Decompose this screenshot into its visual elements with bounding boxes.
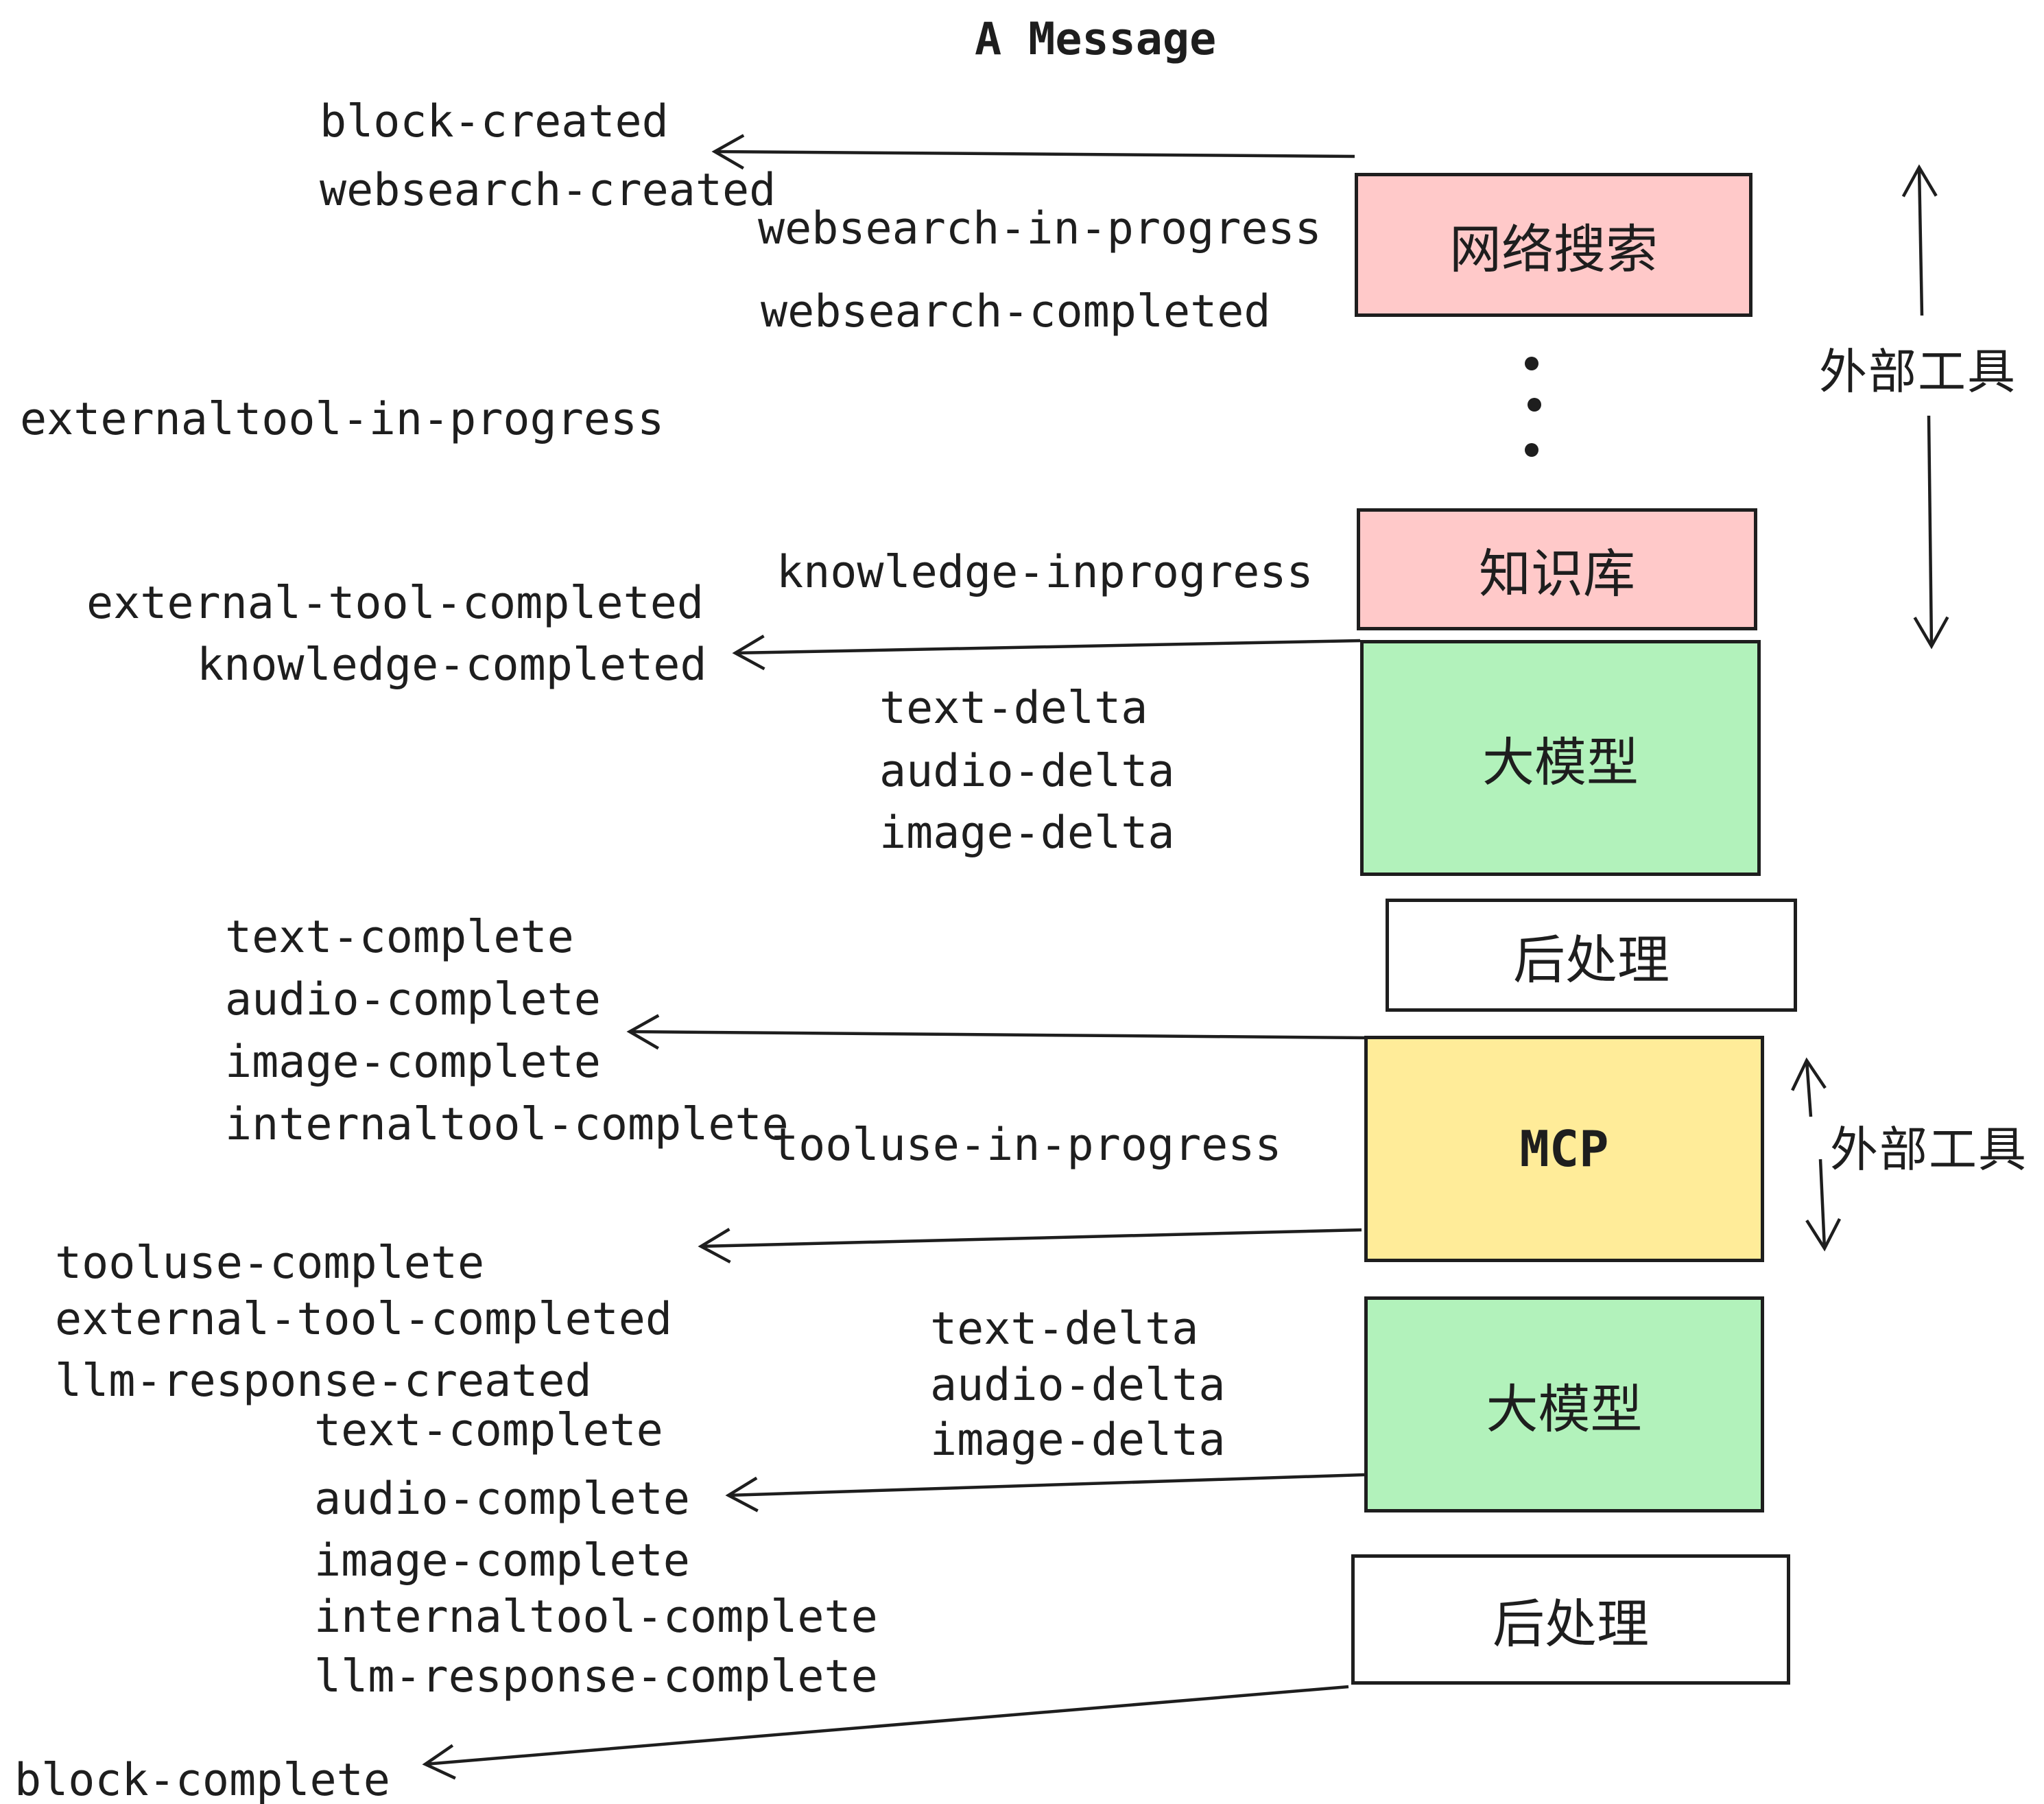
event-external-tool-completed: external-tool-completed bbox=[86, 578, 704, 629]
websearch-box: 网络搜索 bbox=[1355, 173, 1752, 317]
event-text-complete-1: text-complete bbox=[225, 912, 574, 963]
event-tooluse-in-progress: tooluse-in-progress bbox=[772, 1119, 1282, 1171]
external-tools-label-2: 外部工具 bbox=[1830, 1123, 2028, 1176]
event-external-tool-completed-2: external-tool-completed bbox=[55, 1294, 673, 1345]
ellipsis-dots bbox=[1525, 357, 1541, 457]
websearch-box-label: 网络搜索 bbox=[1449, 221, 1658, 279]
event-knowledge-completed: knowledge-completed bbox=[197, 639, 707, 691]
llm-box-2: 大模型 bbox=[1364, 1296, 1764, 1512]
event-image-delta-1: image-delta bbox=[879, 807, 1175, 859]
event-audio-complete-2: audio-complete bbox=[314, 1473, 690, 1525]
event-websearch-created: websearch-created bbox=[320, 165, 776, 216]
arrow-mcp-to-tooluse-complete bbox=[698, 1228, 1362, 1263]
postprocess-box-2-label: 后处理 bbox=[1493, 1595, 1649, 1654]
mcp-box-label: MCP bbox=[1519, 1120, 1609, 1178]
arrow-post2-to-block-complete bbox=[422, 1685, 1349, 1780]
external-tools-down-arrow-2 bbox=[1805, 1159, 1842, 1252]
event-internaltool-complete-2: internaltool-complete bbox=[314, 1591, 878, 1643]
external-tools-down-arrow-1 bbox=[1913, 415, 1949, 650]
external-tools-up-arrow-2 bbox=[1791, 1057, 1827, 1117]
event-audio-delta-1: audio-delta bbox=[879, 746, 1175, 797]
event-externaltool-in-progress: externaltool-in-progress bbox=[20, 394, 665, 445]
external-tools-up-arrow-1 bbox=[1901, 164, 1938, 316]
event-audio-complete-1: audio-complete bbox=[225, 974, 601, 1025]
knowledge-box-label: 知识库 bbox=[1479, 545, 1635, 604]
event-audio-delta-2: audio-delta bbox=[930, 1360, 1226, 1411]
page-title: A Message bbox=[975, 14, 1217, 65]
llm-box-2-label: 大模型 bbox=[1486, 1380, 1643, 1439]
arrow-to-image-complete bbox=[626, 1014, 1369, 1050]
postprocess-box-1: 后处理 bbox=[1386, 899, 1797, 1012]
arrow-llm2-to-audio-complete bbox=[725, 1473, 1365, 1512]
event-llm-response-created: llm-response-created bbox=[55, 1355, 592, 1407]
event-tooluse-complete: tooluse-complete bbox=[55, 1237, 485, 1289]
event-image-complete-1: image-complete bbox=[225, 1036, 601, 1088]
event-text-delta-1: text-delta bbox=[879, 683, 1148, 734]
event-image-complete-2: image-complete bbox=[314, 1535, 690, 1587]
event-block-created: block-created bbox=[320, 96, 669, 147]
event-block-complete: block-complete bbox=[14, 1755, 390, 1804]
llm-box-1-label: 大模型 bbox=[1482, 734, 1639, 792]
event-text-delta-2: text-delta bbox=[930, 1303, 1199, 1355]
llm-box-1: 大模型 bbox=[1360, 640, 1761, 876]
event-knowledge-inprogress: knowledge-inprogress bbox=[776, 547, 1314, 598]
event-llm-response-complete: llm-response-complete bbox=[314, 1651, 878, 1702]
arrow-llm-to-knowledge-completed bbox=[732, 634, 1361, 671]
event-websearch-in-progress: websearch-in-progress bbox=[758, 203, 1322, 254]
postprocess-box-1-label: 后处理 bbox=[1513, 931, 1669, 990]
event-websearch-completed: websearch-completed bbox=[761, 286, 1271, 337]
external-tools-label-1: 外部工具 bbox=[1819, 345, 2017, 399]
arrow-websearch-to-block-created bbox=[711, 134, 1355, 170]
mcp-box: MCP bbox=[1364, 1036, 1764, 1262]
event-image-delta-2: image-delta bbox=[930, 1414, 1226, 1466]
knowledge-box: 知识库 bbox=[1357, 508, 1757, 630]
event-text-complete-2: text-complete bbox=[314, 1405, 663, 1456]
event-internaltool-complete-1: internaltool-complete bbox=[225, 1099, 789, 1150]
postprocess-box-2: 后处理 bbox=[1351, 1554, 1790, 1685]
